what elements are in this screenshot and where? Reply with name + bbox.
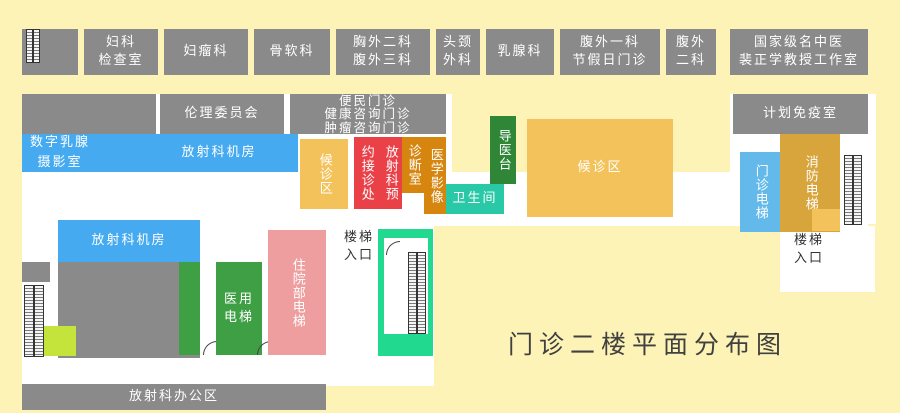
room-diagnosis: 诊断室 bbox=[402, 137, 424, 193]
escalator-right bbox=[844, 155, 862, 225]
guide-desk: 导医台 bbox=[490, 116, 516, 184]
room-lower-left-small bbox=[22, 262, 50, 282]
room-immunization: 计划免疫室 bbox=[733, 94, 868, 134]
door-stairwell bbox=[386, 241, 400, 255]
medical-elevator: 医用 电梯 bbox=[216, 262, 262, 355]
room-lime bbox=[44, 326, 76, 356]
map-title: 门诊二楼平面分布图 bbox=[508, 330, 788, 359]
escalator-lower-left bbox=[24, 285, 44, 357]
door-medical-elevator bbox=[257, 341, 271, 355]
inpatient-elevator: 住院部电梯 bbox=[268, 230, 326, 355]
escalator-top-left bbox=[26, 29, 40, 63]
room-radiology-machine-2: 放射科机房 bbox=[58, 220, 200, 262]
corridor-green-strip bbox=[179, 262, 200, 355]
room-radiology-gray bbox=[58, 262, 200, 358]
room-abdomen2: 腹外 二科 bbox=[666, 29, 716, 75]
room-bone: 骨软科 bbox=[254, 29, 330, 75]
waiting-area-1: 候诊区 bbox=[300, 139, 348, 209]
door-green-strip bbox=[203, 341, 217, 355]
elevator-shaft-small bbox=[812, 209, 840, 231]
room-head-neck: 头颈 外科 bbox=[436, 29, 480, 75]
room-ethics: 伦理委员会 bbox=[160, 94, 284, 134]
room-digital-mammography: 数字乳腺 摄影室 bbox=[22, 134, 156, 172]
restroom: 卫生间 bbox=[446, 184, 504, 214]
room-gyn-exam: 妇科 检查室 bbox=[84, 29, 158, 75]
room-convenience-clinic: 便民门诊 健康咨询门诊 肿瘤咨询门诊 bbox=[290, 94, 446, 134]
room-abdomen1: 腹外一科 节假日门诊 bbox=[560, 29, 660, 75]
room-gyn-tumor: 妇瘤科 bbox=[164, 29, 248, 75]
room-radiology-reserve: 放射科预 bbox=[378, 137, 402, 209]
escalator-stairwell bbox=[408, 252, 426, 334]
stairs-entrance-right: 楼梯 入口 bbox=[793, 233, 824, 266]
stairs-area-right bbox=[780, 226, 875, 292]
waiting-area-2: 候诊区 bbox=[527, 119, 673, 217]
room-radiology-machine-1: 放射科机房 bbox=[140, 134, 298, 172]
room-tcm-studio: 国家级名中医 裴正学教授工作室 bbox=[730, 29, 868, 75]
room-appointment: 约接诊处 bbox=[354, 137, 378, 209]
room-chest: 胸外二科 腹外三科 bbox=[336, 29, 430, 75]
stairs-entrance-left: 楼梯 入口 bbox=[343, 230, 374, 263]
radiology-office-area: 放射科办公区 bbox=[22, 384, 326, 410]
outpatient-elevator: 门诊电梯 bbox=[740, 152, 780, 232]
room-upper-left bbox=[22, 94, 156, 134]
room-medical-imaging: 医学影像 bbox=[424, 137, 446, 214]
room-breast: 乳腺科 bbox=[486, 29, 554, 75]
